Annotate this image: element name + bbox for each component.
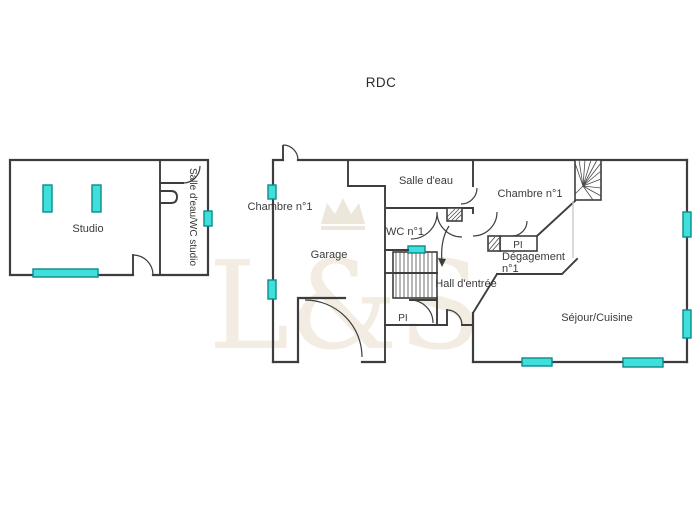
pi-degagement-label: PI bbox=[513, 240, 522, 251]
garage-window bbox=[267, 279, 277, 300]
chambre-diagonal-wall bbox=[535, 199, 577, 238]
stair-direction-arrow bbox=[441, 225, 450, 263]
studio-room-label: Studio bbox=[72, 223, 103, 235]
stair-window bbox=[407, 245, 426, 254]
salledeau-label: Salle d'eau bbox=[399, 175, 453, 187]
garage-label: Garage bbox=[311, 249, 348, 261]
hall-chambre-door-arc bbox=[472, 211, 498, 237]
degagement-label-line1: Dégagement bbox=[502, 251, 565, 263]
main-staircase bbox=[392, 245, 438, 299]
stair-arrow-head bbox=[438, 258, 446, 267]
studio-bath-window bbox=[203, 210, 213, 227]
garden-gate-arc bbox=[282, 144, 299, 161]
spiral-staircase bbox=[574, 159, 602, 201]
garage-ne-step-wall bbox=[347, 159, 386, 187]
pi-stairs-label: PI bbox=[398, 313, 407, 324]
sejour-south-window bbox=[521, 357, 553, 367]
hall-label: Hall d'entrée bbox=[435, 278, 496, 290]
hall-wc-door-arc bbox=[436, 211, 463, 238]
wc-door-arc bbox=[410, 212, 438, 240]
sejour-east-window bbox=[682, 309, 692, 339]
studio-bath-room-label: Salle d'eau/WC studio bbox=[187, 168, 198, 267]
page-title: RDC bbox=[366, 75, 396, 90]
garage-window bbox=[267, 184, 277, 200]
studio-bath-jamb bbox=[159, 190, 178, 204]
salledeau-chambre-door-arc bbox=[460, 187, 478, 205]
pi-closet-door-arc bbox=[511, 220, 528, 237]
main-building: Chambre n°1 Garage Salle d'eau WC n°1 Ch… bbox=[248, 144, 692, 368]
salledeau-duct-hatch bbox=[446, 207, 463, 222]
pi-closet-degagement bbox=[487, 220, 538, 252]
studio-window bbox=[91, 184, 102, 213]
chambre-right-label: Chambre n°1 bbox=[498, 188, 563, 200]
sejour-label: Séjour/Cuisine bbox=[561, 312, 633, 324]
wc-label: WC n°1 bbox=[386, 226, 424, 238]
studio-building: Studio Salle d'eau/WC studio bbox=[8, 158, 213, 278]
studio-window bbox=[42, 184, 53, 213]
hall-diagonal-wall bbox=[471, 272, 499, 315]
garage-entry-door-arc bbox=[304, 299, 363, 358]
degagement-label-line2: n°1 bbox=[502, 263, 519, 275]
studio-door-arc bbox=[132, 254, 154, 276]
studio-window bbox=[32, 268, 99, 278]
garage-porch-notch bbox=[296, 296, 347, 364]
studio-outer-walls bbox=[8, 158, 210, 277]
chambre-left-label: Chambre n°1 bbox=[248, 201, 313, 213]
studio-bath-door-arc bbox=[182, 165, 201, 184]
crown-watermark-icon bbox=[321, 198, 365, 230]
pi-stairs-door-arc bbox=[409, 299, 434, 324]
sejour-east-window bbox=[682, 211, 692, 238]
sejour-south-window bbox=[622, 357, 664, 368]
hall-sejour-door-arc bbox=[446, 309, 463, 326]
sejour-north-wall bbox=[496, 257, 579, 275]
